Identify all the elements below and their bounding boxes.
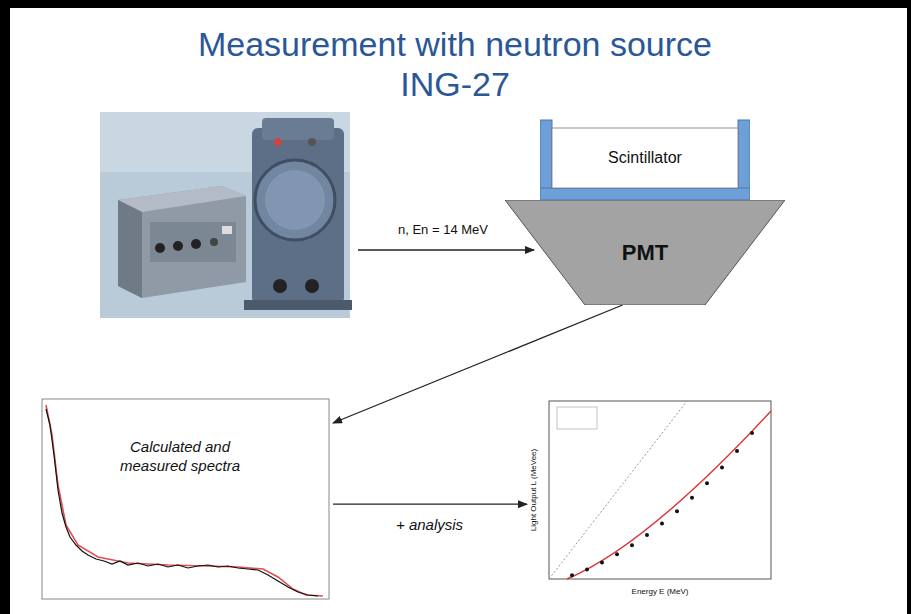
plot-legend-box xyxy=(557,407,597,429)
pmt-outline xyxy=(505,200,785,305)
x-axis-label: Energy E (MeV) xyxy=(549,587,771,596)
node-outline xyxy=(527,395,777,605)
measured-spectrum xyxy=(46,409,318,596)
slide-border xyxy=(907,0,911,614)
data-point xyxy=(645,533,649,537)
pmt-trapezoid: PMT xyxy=(505,200,785,305)
light-output-plot: Light Output L (MeVee) Energy E (MeV) xyxy=(527,395,777,605)
neutron-generator-photo xyxy=(100,112,352,318)
plot-caption: Calculated and measured spectra xyxy=(110,437,250,475)
pmt-label: PMT xyxy=(505,240,785,266)
data-point xyxy=(585,567,589,571)
slide-border xyxy=(0,0,10,614)
scintillator-box: Scintillator xyxy=(540,118,750,200)
spectra-plot: Calculated and measured spectra xyxy=(38,395,333,605)
data-point xyxy=(660,522,664,526)
data-point xyxy=(705,481,709,485)
scintillator-label: Scintillator xyxy=(552,128,738,188)
data-point xyxy=(690,496,694,500)
plot-frame xyxy=(549,401,771,579)
slide-title: Measurement with neutron source ING-27 xyxy=(175,24,735,104)
y-axis-label: Light Output L (MeVee) xyxy=(529,449,538,531)
vessel-floor xyxy=(540,188,750,200)
data-point xyxy=(735,449,739,453)
slide-border xyxy=(0,0,911,8)
plot-frame xyxy=(42,399,329,599)
reference-line xyxy=(549,401,687,579)
data-point xyxy=(615,552,619,556)
scintillator-volume xyxy=(552,128,738,188)
data-point xyxy=(750,431,754,435)
flow-arrow xyxy=(333,504,527,505)
node-outline xyxy=(38,395,333,605)
data-point xyxy=(630,543,634,547)
data-point xyxy=(600,560,604,564)
edge-label: + analysis xyxy=(393,516,466,533)
beam-label: n, En = 14 MeV xyxy=(396,222,490,237)
data-point xyxy=(720,466,724,470)
neutron-beam-arrow xyxy=(358,249,534,250)
calculated-spectrum xyxy=(46,405,323,596)
data-point xyxy=(675,509,679,513)
data-point xyxy=(570,573,574,577)
fit-curve xyxy=(567,411,771,579)
